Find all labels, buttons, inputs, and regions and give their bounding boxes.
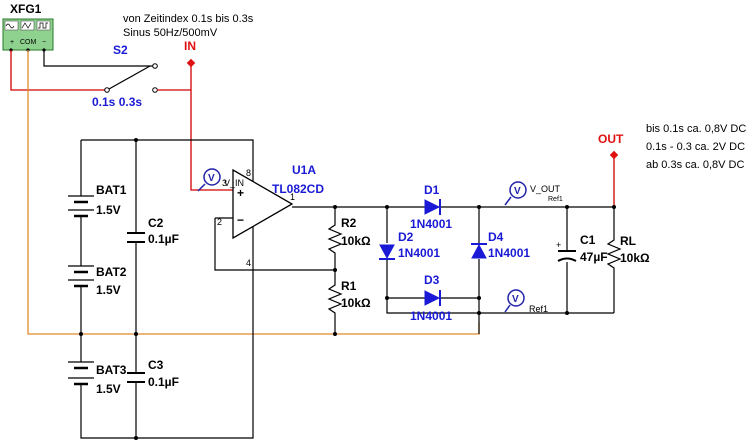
bat3-value: 1.5V (96, 382, 121, 396)
r1-name: R1 (341, 279, 357, 293)
capacitor-c2[interactable]: C2 0.1µF (127, 216, 179, 246)
c1-value: 47µF (580, 250, 608, 264)
wire-gen-minus (43, 50, 95, 67)
wire-gen-plus (10, 50, 105, 91)
wire-supply-top (81, 139, 254, 167)
battery-bat3[interactable]: BAT3 1.5V (68, 360, 127, 398)
diode-d3[interactable]: D3 1N4001 (387, 273, 479, 323)
probe-ref1-label: Ref1 (529, 304, 548, 314)
rl-value: 10kΩ (620, 251, 650, 265)
opamp-minus-sign: − (237, 213, 244, 227)
terminal-plus: + (10, 39, 14, 46)
opamp-u1a[interactable]: + − 3 2 1 8 4 U1A TL082CD (217, 163, 324, 268)
switch-times: 0.1s 0.3s (92, 95, 142, 109)
rl-name: RL (620, 234, 636, 248)
r1-value: 10kΩ (341, 296, 371, 310)
output-port[interactable]: OUT (598, 132, 624, 160)
d2-model: 1N4001 (398, 246, 440, 260)
d3-name: D3 (424, 273, 440, 287)
voltmeter-icon: V (514, 186, 521, 197)
c2-name: C2 (148, 216, 164, 230)
generator-note-1: von Zeitindex 0.1s bis 0.3s (123, 13, 254, 25)
opamp-plus-sign: + (237, 186, 244, 200)
diode-d4[interactable]: D4 1N4001 (471, 230, 530, 260)
voltmeter-icon: V (512, 294, 519, 305)
diode-d1[interactable]: D1 1N4001 (410, 183, 452, 231)
terminal-minus: − (42, 39, 46, 46)
c3-name: C3 (148, 358, 164, 372)
function-generator-xfg1[interactable]: XFG1 + COM − (2, 2, 54, 52)
opamp-model: TL082CD (272, 182, 324, 196)
bat1-name: BAT1 (96, 183, 127, 197)
terminal-com: COM (20, 39, 37, 46)
opamp-pin-2: 2 (217, 217, 222, 227)
capacitor-c3[interactable]: C3 0.1µF (127, 358, 179, 389)
resistor-r1[interactable]: R1 10kΩ (327, 270, 371, 334)
c1-polarity: + (556, 240, 561, 250)
generator-note-2: Sinus 50Hz/500mV (123, 27, 218, 39)
opamp-pin-3: 3 (222, 178, 227, 188)
output-note-3: ab 0.3s ca. 0,8V DC (646, 159, 744, 171)
c1-name: C1 (580, 233, 596, 247)
probe-v-out-label: V_OUT (530, 184, 561, 194)
probe-v-out-ref: Ref1 (548, 196, 563, 203)
output-port-label: OUT (598, 132, 624, 146)
diode-d2[interactable]: D2 1N4001 (379, 230, 440, 260)
input-port[interactable]: IN (184, 39, 196, 68)
d4-name: D4 (488, 230, 504, 244)
opamp-pin-8: 8 (246, 168, 251, 178)
resistor-r2[interactable]: R2 10kΩ (327, 207, 371, 270)
opamp-pin-4: 4 (246, 258, 251, 268)
wire-feedback (214, 218, 335, 271)
r2-value: 10kΩ (341, 234, 371, 248)
d2-name: D2 (398, 230, 414, 244)
resistor-rl[interactable]: RL 10kΩ (606, 207, 650, 313)
probe-v-in[interactable]: V V_IN (197, 168, 244, 192)
d3-model: 1N4001 (410, 309, 452, 323)
probe-ref1[interactable]: V Ref1 (504, 289, 548, 314)
d4-model: 1N4001 (488, 246, 530, 260)
opamp-name: U1A (292, 163, 316, 177)
c3-value: 0.1µF (148, 375, 179, 389)
r2-name: R2 (341, 216, 357, 230)
wire-supply-bottom (80, 268, 254, 439)
probe-v-out[interactable]: V V_OUT Ref1 (504, 181, 563, 206)
bat2-name: BAT2 (96, 265, 127, 279)
capacitor-c1[interactable]: + C1 47µF (556, 207, 608, 313)
d1-model: 1N4001 (410, 217, 452, 231)
switch-name: S2 (113, 43, 128, 57)
switch-s2[interactable]: S2 0.1s 0.3s (92, 43, 158, 109)
wire-in-to-opamp (190, 66, 233, 191)
voltmeter-icon: V (208, 173, 215, 184)
opamp-pin-1: 1 (290, 192, 295, 202)
battery-bat2[interactable]: BAT2 1.5V (68, 262, 127, 300)
bat2-value: 1.5V (96, 283, 121, 297)
bat3-name: BAT3 (96, 363, 127, 377)
wire-d2-bottom (386, 259, 479, 314)
output-note-1: bis 0.1s ca. 0,8V DC (646, 123, 746, 135)
output-note-2: 0.1s - 0.3 ca. 2V DC (646, 141, 745, 153)
battery-bat1[interactable]: BAT1 1.5V (68, 183, 127, 222)
probe-v-in-label: V_IN (224, 178, 244, 188)
generator-name: XFG1 (10, 2, 42, 16)
bat1-value: 1.5V (96, 203, 121, 217)
input-port-label: IN (184, 39, 196, 53)
c2-value: 0.1µF (148, 232, 179, 246)
d1-name: D1 (424, 183, 440, 197)
